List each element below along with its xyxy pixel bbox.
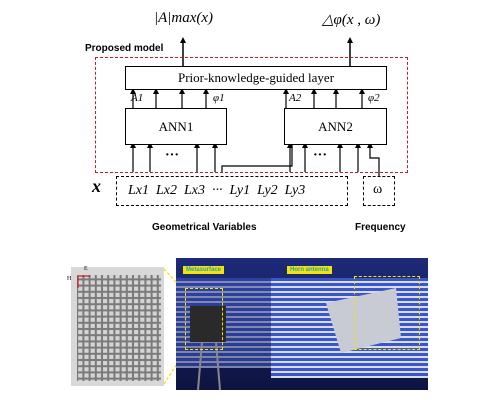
frequency-box [363,176,395,206]
horn-antenna-highlight-box [354,276,420,350]
geometric-variables-text: Lx1 Lx2 Lx3 ··· Ly1 Ly2 Ly3 [128,183,306,198]
axis-h-label: H [67,276,72,282]
frequency-caption: Frequency [355,222,406,233]
ann2-box: ANN2 [284,108,387,145]
model-title: Proposed model [85,43,164,54]
geometrical-variables-caption: Geometrical Variables [152,222,257,233]
horn-antenna-tag: Horn antenna [287,266,332,274]
proposed-model-frame [95,57,408,173]
metasurface-sample-photo [71,267,164,386]
a1-label: A1 [131,92,144,104]
phi1-label: φ1 [213,92,225,104]
phi2-label: φ2 [368,92,380,104]
prior-knowledge-layer: Prior-knowledge-guided layer [125,66,387,90]
metasurface-tag: Metasurface [183,266,225,274]
phase-output-label: △φ(x , ω) [322,12,381,28]
amplitude-output-label: |A|max(x) [154,10,214,26]
input-x-label: x [92,176,101,196]
ann1-label: ANN1 [158,118,194,134]
axis-e-label: E [84,266,88,272]
ann2-inputs-ellipsis: ··· [313,148,328,163]
ann2-label: ANN2 [318,118,353,134]
eh-axis-icon [77,275,90,288]
anechoic-chamber-photo [176,258,428,390]
ann1-inputs-ellipsis: ··· [165,148,180,163]
a2-label: A2 [289,92,302,104]
metasurface-highlight-box [185,288,223,350]
chamber-image [176,258,428,390]
prior-knowledge-layer-label: Prior-knowledge-guided layer [177,70,335,85]
geometric-variables-box [116,176,348,206]
ann1-box: ANN1 [125,108,227,145]
metasurface-grid-image [77,275,161,381]
omega-label: ω [373,182,383,197]
